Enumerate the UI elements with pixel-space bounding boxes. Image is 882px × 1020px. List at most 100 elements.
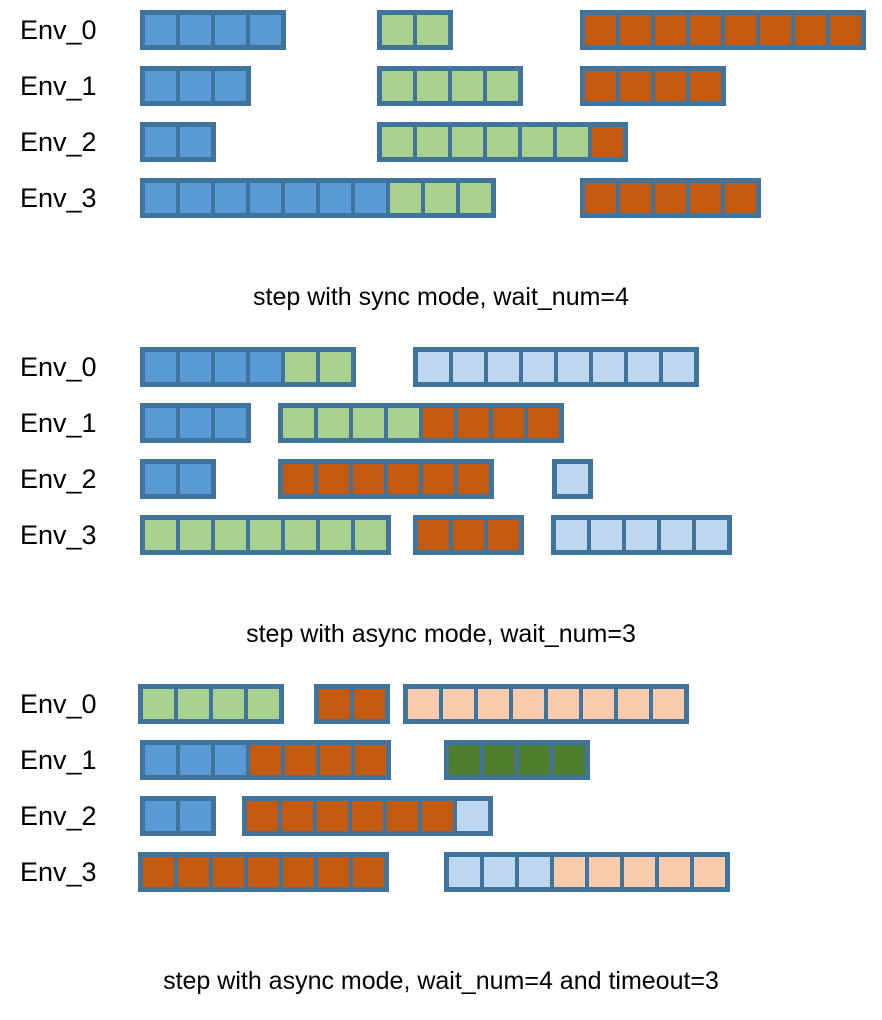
step-group-light_blue [552, 459, 593, 499]
step-cell-peach [694, 857, 725, 887]
step-cell-peach [408, 689, 439, 719]
step-cell-light_blue [663, 352, 694, 382]
env-label-0: Env_0 [20, 689, 97, 719]
env-row: Env_0 [0, 8, 882, 52]
step-cell-light_blue [558, 352, 589, 382]
step-cell-peach [624, 857, 655, 887]
step-cell-blue [180, 15, 211, 45]
step-group-light_blue [551, 515, 732, 555]
env-label-1: Env_1 [20, 408, 97, 438]
step-group-dark_green [444, 740, 590, 780]
step-cell-dark_green [484, 745, 515, 775]
step-cell-peach [589, 857, 620, 887]
step-group-blue [140, 178, 496, 218]
step-cell-blue [215, 352, 246, 382]
step-cell-orange [352, 801, 383, 831]
step-cell-orange [690, 15, 721, 45]
step-cell-orange [458, 408, 489, 438]
step-group-orange [314, 684, 390, 724]
step-cell-blue [145, 127, 176, 157]
step-cell-orange [620, 15, 651, 45]
step-group-light_blue [444, 852, 730, 892]
step-cell-orange [655, 183, 686, 213]
step-cell-blue [180, 71, 211, 101]
step-cell-orange [690, 183, 721, 213]
step-group-green [140, 515, 391, 555]
step-cell-orange [422, 801, 453, 831]
step-cell-orange [388, 464, 419, 494]
step-cell-light_blue [453, 352, 484, 382]
step-cell-blue [180, 183, 211, 213]
step-cell-blue [145, 183, 176, 213]
step-cell-blue [180, 801, 211, 831]
step-cell-green [145, 520, 176, 550]
step-cell-peach [548, 689, 579, 719]
step-cell-peach [618, 689, 649, 719]
step-cell-green [215, 520, 246, 550]
env-row: Env_2 [0, 120, 882, 164]
step-cell-orange [585, 183, 616, 213]
step-cell-orange [488, 520, 519, 550]
step-cell-orange [592, 127, 623, 157]
step-cell-green [425, 183, 456, 213]
step-group-blue [140, 796, 216, 836]
step-cell-orange [690, 71, 721, 101]
step-group-blue [140, 459, 216, 499]
step-cell-orange [247, 801, 278, 831]
step-cell-green [417, 127, 448, 157]
step-cell-blue [180, 352, 211, 382]
step-cell-green [487, 127, 518, 157]
step-cell-orange [620, 71, 651, 101]
step-cell-blue [145, 745, 176, 775]
step-cell-green [178, 689, 209, 719]
step-cell-green [452, 127, 483, 157]
step-cell-peach [583, 689, 614, 719]
step-cell-green [213, 689, 244, 719]
step-cell-blue [145, 408, 176, 438]
step-cell-orange [248, 857, 279, 887]
step-cell-orange [620, 183, 651, 213]
step-cell-green [452, 71, 483, 101]
step-group-orange [413, 515, 524, 555]
step-cell-green [250, 520, 281, 550]
step-group-orange [278, 459, 494, 499]
env-row: Env_3 [0, 513, 882, 557]
step-cell-peach [443, 689, 474, 719]
step-cell-orange [725, 15, 756, 45]
step-cell-orange [585, 15, 616, 45]
env-row: Env_2 [0, 794, 882, 838]
step-cell-blue [145, 71, 176, 101]
step-cell-orange [387, 801, 418, 831]
step-cell-light_blue [449, 857, 480, 887]
step-cell-green [382, 71, 413, 101]
step-cell-orange [353, 857, 384, 887]
step-cell-orange [283, 464, 314, 494]
step-cell-orange [655, 71, 686, 101]
step-cell-light_blue [593, 352, 624, 382]
step-cell-blue [285, 183, 316, 213]
env-row: Env_0 [0, 345, 882, 389]
step-cell-light_blue [556, 520, 587, 550]
step-cell-orange [178, 857, 209, 887]
env-label-2: Env_2 [20, 127, 97, 157]
step-group-orange [138, 852, 389, 892]
step-cell-orange [317, 801, 348, 831]
step-cell-orange [143, 857, 174, 887]
step-cell-orange [458, 464, 489, 494]
step-cell-dark_green [449, 745, 480, 775]
step-cell-orange [320, 745, 351, 775]
step-cell-green [180, 520, 211, 550]
env-label-3: Env_3 [20, 857, 97, 887]
env-label-1: Env_1 [20, 745, 97, 775]
step-group-blue [140, 10, 286, 50]
env-label-3: Env_3 [20, 520, 97, 550]
step-cell-dark_green [554, 745, 585, 775]
step-group-orange [580, 66, 726, 106]
diagram-caption-0: step with sync mode, wait_num=4 [253, 283, 629, 311]
step-cell-green [355, 520, 386, 550]
step-cell-green [353, 408, 384, 438]
step-cell-green [382, 127, 413, 157]
step-cell-blue [250, 352, 281, 382]
